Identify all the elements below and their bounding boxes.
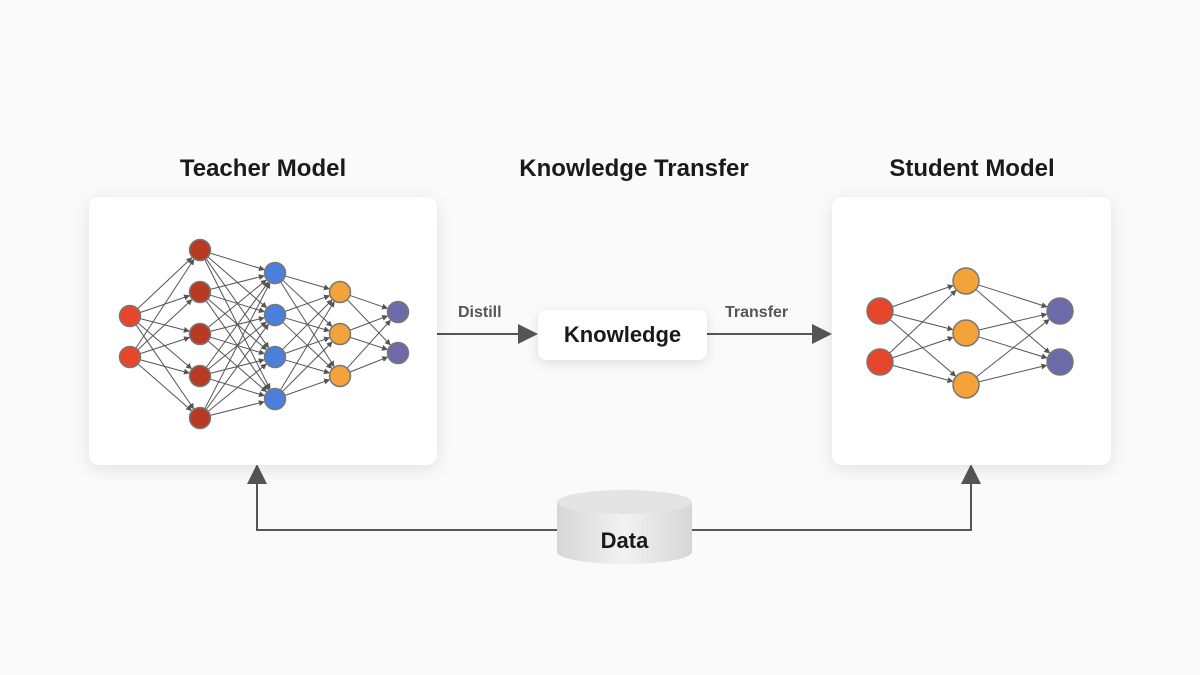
connection-edge (140, 359, 190, 375)
connection-edge (137, 257, 193, 310)
connection-edge (210, 400, 265, 416)
connection-edge (892, 364, 954, 383)
hidden-node (952, 371, 980, 399)
hidden-node (952, 319, 980, 347)
output-node (1046, 348, 1074, 376)
connection-edge (349, 294, 389, 310)
connection-edge (135, 258, 195, 349)
connection-edge (282, 341, 333, 392)
output-node (1046, 297, 1074, 325)
knowledge-box: Knowledge (538, 310, 707, 360)
connection-edge (349, 336, 389, 351)
connection-edge (210, 274, 265, 290)
connection-edge (284, 294, 331, 312)
connection-edge (349, 315, 389, 331)
output-node (386, 341, 410, 365)
hidden-node (188, 364, 212, 388)
hidden-node (188, 406, 212, 430)
student-network (866, 267, 1074, 399)
teacher-model-title: Teacher Model (179, 155, 347, 182)
input-node (866, 348, 894, 376)
connection-edge (892, 284, 954, 308)
connection-edge (209, 252, 265, 272)
connection-edge (889, 289, 957, 354)
hidden-node (328, 364, 352, 388)
connection-edge (978, 336, 1048, 360)
connection-edge (204, 282, 271, 409)
hidden-node (263, 345, 287, 369)
hidden-node (188, 322, 212, 346)
output-node (386, 300, 410, 324)
connection-edge (892, 336, 954, 359)
hidden-node (188, 280, 212, 304)
connection-edge (284, 378, 331, 396)
connection-edge (205, 323, 269, 410)
input-node (118, 345, 142, 369)
connection-edge (978, 312, 1048, 331)
connection-edge (284, 275, 330, 291)
connection-edge (137, 363, 193, 412)
connection-edge (282, 299, 333, 350)
transfer-label: Transfer (725, 304, 789, 321)
database-icon (557, 490, 692, 564)
hidden-node (328, 280, 352, 304)
connection-edge (978, 363, 1048, 383)
hidden-node (952, 267, 980, 295)
connection-edge (205, 281, 269, 368)
knowledge-transfer-title: Knowledge Transfer (519, 155, 749, 182)
connection-edge (975, 319, 1050, 378)
connection-edge (346, 319, 391, 369)
connection-edge (207, 363, 267, 412)
data-to-student-arrow (692, 464, 981, 531)
teacher-network (118, 238, 410, 430)
connection-edge (139, 336, 191, 355)
hidden-node (263, 261, 287, 285)
connection-edge (280, 300, 335, 391)
distill-label: Distill (458, 304, 502, 321)
connection-edge (978, 284, 1048, 309)
hidden-node (188, 238, 212, 262)
connection-edge (207, 279, 267, 328)
connection-edge (349, 356, 389, 373)
input-node (118, 304, 142, 328)
connection-edge (137, 299, 193, 351)
data-label: Data (600, 528, 649, 553)
hidden-node (263, 303, 287, 327)
student-model-title: Student Model (889, 155, 1055, 182)
connection-edge (346, 299, 391, 346)
hidden-node (263, 387, 287, 411)
hidden-node (328, 322, 352, 346)
connection-edge (975, 289, 1051, 354)
data-to-teacher-arrow (247, 464, 557, 531)
input-node (866, 297, 894, 325)
